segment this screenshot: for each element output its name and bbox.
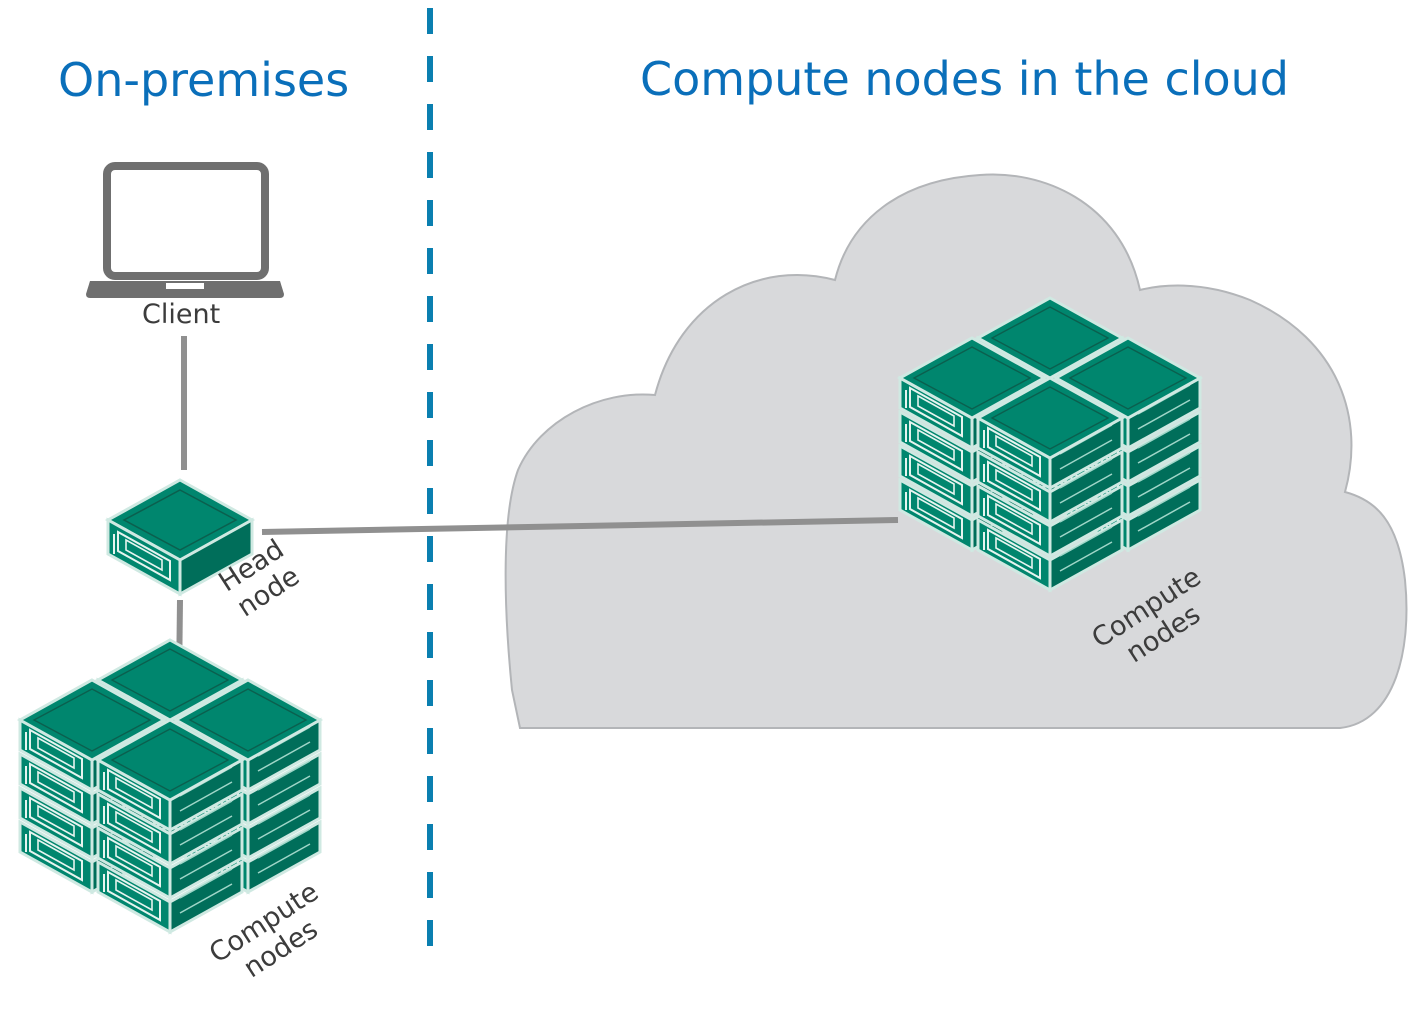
- onprem-compute-nodes-icon: [20, 640, 320, 932]
- laptop-icon: [86, 162, 284, 298]
- onprem-heading: On-premises: [58, 53, 350, 107]
- head-to-cloud-cluster-connector: [261, 517, 899, 535]
- client-label: Client: [142, 299, 221, 330]
- cloud-heading: Compute nodes in the cloud: [640, 52, 1290, 106]
